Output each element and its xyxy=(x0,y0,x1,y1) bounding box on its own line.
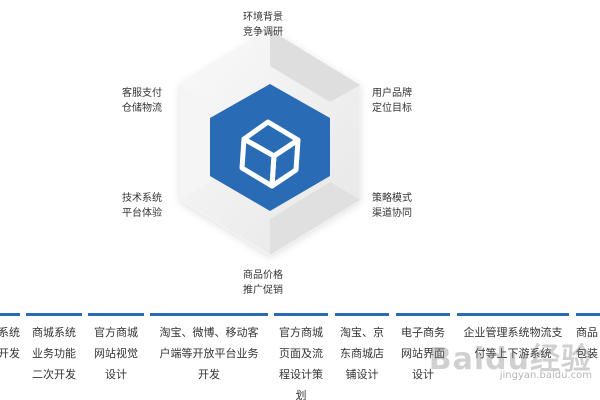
label-strategy-channel: 策略模式 渠道协同 xyxy=(372,193,412,219)
service-card: 电子商务 网站界面 设计 xyxy=(396,313,450,397)
service-card: 商城系统 业务功能 二次开发 xyxy=(26,313,82,397)
service-card: 官方商城 网站视觉 设计 xyxy=(88,313,144,397)
segment-shadow xyxy=(270,182,360,255)
cube-icon xyxy=(239,119,301,189)
service-card: 企业管理系统物流支 付等上下游系统 xyxy=(457,313,569,397)
baidu-watermark-url: jingyan.baidu.com xyxy=(499,370,592,381)
hexagon-graphic xyxy=(179,29,361,256)
label-tech-platform: 技术系统 平台体验 xyxy=(122,193,162,219)
label-user-brand: 用户品牌 定位目标 xyxy=(372,88,412,114)
service-cards: 系统 开发 商城系统 业务功能 二次开发 官方商城 网站视觉 设计 淘宝、微博、… xyxy=(0,313,600,400)
service-card: 淘宝、微博、移动客 户端等开放平台业务 开发 xyxy=(150,313,268,397)
service-card: 官方商城 页面及流 程设计策 划 xyxy=(274,313,328,400)
segment-shadow xyxy=(270,30,360,102)
label-product-price: 商品价格 推广促销 xyxy=(243,270,283,296)
hexagon-diagram: 环境背景 竞争调研 用户品牌 定位目标 策略模式 渠道协同 商品价格 推广促销 … xyxy=(122,12,412,296)
center-hexagon xyxy=(210,84,330,211)
service-card: 商品 包装 xyxy=(576,313,600,397)
service-card: 淘宝、京 东商城店 铺设计 xyxy=(335,313,389,397)
service-card: 系统 开发 xyxy=(0,313,20,397)
baidu-watermark: Baidu经验 xyxy=(428,342,592,377)
label-service-logistics: 客服支付 仓储物流 xyxy=(122,88,162,114)
label-environment-competition: 环境背景 竞争调研 xyxy=(243,12,283,38)
segment-shadow xyxy=(180,85,210,200)
